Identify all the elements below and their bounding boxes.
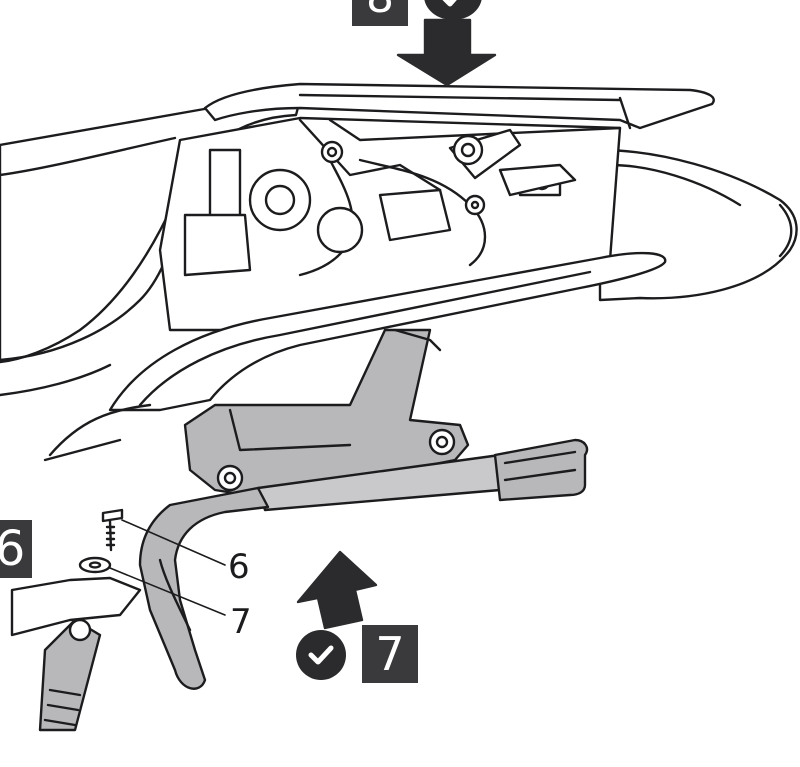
- step-number-top: 8: [352, 0, 408, 26]
- step-number-top-label: 8: [366, 0, 394, 23]
- check-icon-bottom: [296, 630, 346, 680]
- step-number-left-label: 6: [0, 521, 26, 577]
- washer-part: [78, 556, 112, 574]
- upper-rail: [203, 82, 715, 197]
- callout-leader-washer: [109, 567, 226, 616]
- up-arrow-icon: [296, 550, 378, 630]
- callout-washer-number: 7: [230, 602, 252, 642]
- check-icon: [442, 0, 457, 7]
- down-arrow-icon: [396, 18, 497, 87]
- step-number-bottom: 7: [362, 625, 418, 683]
- side-bracket-plate: [183, 328, 470, 500]
- callout-screw-number: 6: [228, 547, 250, 587]
- footpeg-assembly: [10, 576, 142, 732]
- callout-leader-screw: [121, 519, 226, 566]
- step-number-left: 6: [0, 520, 32, 578]
- step-number-bottom-label: 7: [375, 627, 405, 681]
- lower-rail: [43, 251, 667, 462]
- check-icon: [308, 645, 334, 665]
- screw-part: [101, 508, 124, 552]
- check-icon-top: [424, 0, 482, 20]
